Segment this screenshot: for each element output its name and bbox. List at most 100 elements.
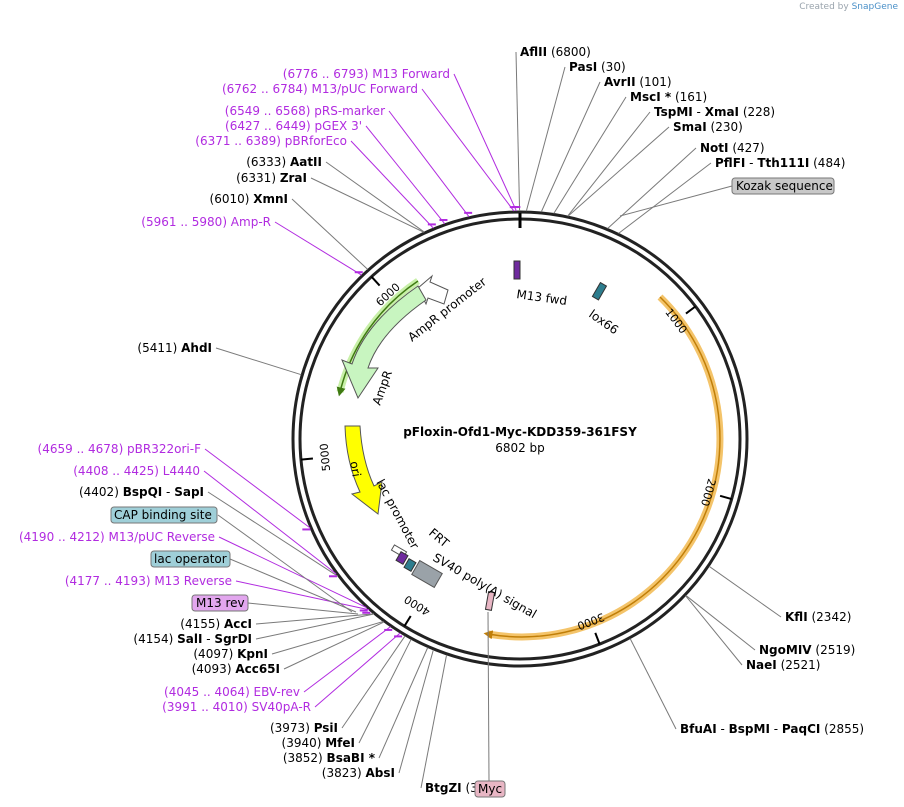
primer-leader bbox=[235, 580, 370, 611]
cutsite-label: AvrII (101) bbox=[604, 75, 672, 89]
lox66-marker bbox=[591, 281, 608, 301]
cutsite-leader bbox=[207, 491, 339, 577]
primer-label: (4190 .. 4212) M13/pUC Reverse bbox=[19, 530, 215, 544]
cutsite-label: KflI (2342) bbox=[785, 610, 851, 624]
primer-label: (6427 .. 6449) pGEX 3' bbox=[225, 119, 362, 133]
primer-label: (5961 .. 5980) Amp-R bbox=[141, 215, 271, 229]
ori-arrow bbox=[344, 425, 383, 515]
cutsite-leader bbox=[567, 126, 670, 217]
ofd1-feature-arc-core bbox=[483, 296, 721, 640]
cap-binding-site-box: CAP binding site bbox=[110, 506, 353, 613]
primer-leader bbox=[350, 140, 434, 229]
credit-brand: SnapGene bbox=[851, 2, 898, 12]
m13-fwd-marker bbox=[513, 260, 521, 280]
cutsite-label: (4097) KpnI bbox=[193, 647, 268, 661]
kozak-box-bg bbox=[731, 177, 835, 195]
sv40-polya-block bbox=[411, 559, 443, 589]
cutsite-leader bbox=[378, 647, 429, 759]
cap-label: CAP binding site bbox=[114, 508, 212, 522]
cutsite-leader bbox=[271, 621, 384, 655]
snapgene-credit: Created by SnapGene bbox=[799, 2, 898, 12]
primer-label: (4045 .. 4064) EBV-rev bbox=[164, 685, 300, 699]
feature-label-frt: FRT bbox=[426, 526, 452, 551]
tick-mark bbox=[370, 275, 381, 287]
cutsite-label: (6331) ZraI bbox=[236, 171, 307, 185]
cutsite-leader bbox=[685, 595, 756, 651]
cutsite-label: (4154) SalI - SgrDI bbox=[133, 632, 252, 646]
primer-leader bbox=[218, 536, 367, 608]
cutsite-label: AflII (6800) bbox=[520, 45, 591, 59]
cutsite-label: PasI (30) bbox=[569, 60, 626, 74]
primer-leader bbox=[203, 470, 337, 575]
primer-label: (6762 .. 6784) M13/pUC Forward bbox=[222, 82, 418, 96]
m13rev-box-bg bbox=[191, 594, 249, 612]
primer-leader bbox=[274, 221, 362, 276]
cutsite-label: TspMI - XmaI (228) bbox=[654, 105, 775, 119]
primer-leader bbox=[314, 632, 401, 708]
primer-label: (4177 .. 4193) M13 Reverse bbox=[65, 574, 232, 588]
primer-leader bbox=[303, 626, 391, 693]
cutsite-label: (3940) MfeI bbox=[282, 736, 355, 750]
myc-box-bg bbox=[474, 780, 506, 798]
primer-label: (4659 .. 4678) pBR322ori-F bbox=[38, 442, 202, 456]
cutsite-label: MscI * (161) bbox=[630, 90, 707, 104]
primer-label: (3991 .. 4010) SV40pA-R bbox=[162, 700, 311, 714]
cutsite-label: (4093) Acc65I bbox=[192, 662, 280, 676]
tick-mark bbox=[594, 632, 601, 645]
cap-box-bg bbox=[110, 506, 218, 524]
kozak-sequence-box: Kozak sequence bbox=[619, 177, 835, 217]
primer-label: (6549 .. 6568) pRS-marker bbox=[225, 104, 385, 118]
feature-label-lac-promoter: lac promoter bbox=[373, 477, 421, 551]
cutsite-leader bbox=[310, 177, 425, 233]
frt-block bbox=[395, 550, 409, 566]
cutsite-leader bbox=[708, 565, 782, 618]
plasmid-length: 6802 bp bbox=[495, 441, 545, 455]
cutsite-label: PflFI - Tth111I (484) bbox=[715, 156, 845, 170]
cutsite-leader bbox=[291, 198, 369, 270]
cutsite-label: SmaI (230) bbox=[673, 120, 743, 134]
tick-label: 3000 bbox=[575, 610, 606, 632]
cutsite-leader bbox=[607, 147, 697, 229]
cutsite-leader bbox=[325, 161, 425, 233]
cutsite-leader bbox=[255, 613, 374, 625]
lac-operator-block bbox=[403, 557, 417, 573]
amp-feature-arc-core bbox=[336, 280, 419, 397]
tick-label: 5000 bbox=[318, 443, 334, 472]
feature-label-sv40: SV40 poly(A) signal bbox=[431, 550, 539, 621]
cutsite-label: (4402) BspQI - SapI bbox=[79, 485, 204, 499]
kozak-label: Kozak sequence bbox=[736, 179, 833, 193]
tick-label: 4000 bbox=[402, 592, 433, 618]
cutsite-label: (3973) PsiI bbox=[270, 721, 338, 735]
tick-mark bbox=[300, 457, 314, 461]
cutsite-leader bbox=[398, 649, 434, 774]
cutsite-leader bbox=[255, 613, 374, 640]
m13-rev-box: M13 rev bbox=[191, 594, 359, 615]
feature-label-lox66: lox66 bbox=[586, 307, 621, 337]
cutsite-leader bbox=[567, 111, 651, 217]
primer-leader bbox=[388, 110, 470, 218]
cutsite-label: (3852) BsaBI * bbox=[283, 751, 376, 765]
cutsite-leader bbox=[553, 96, 627, 214]
primer-leader bbox=[421, 88, 515, 212]
primer-leader bbox=[204, 448, 311, 529]
tick-label: 2000 bbox=[698, 477, 718, 507]
cutsite-leader bbox=[341, 635, 406, 729]
cutsite-label: NotI (427) bbox=[700, 141, 765, 155]
backbone-outer bbox=[291, 210, 749, 668]
cutsite-label: BfuAI - BspMI - PaqCI (2855) bbox=[680, 722, 864, 736]
cutsite-leader bbox=[515, 51, 521, 212]
feature-label-ori: ori bbox=[347, 460, 363, 478]
myc-marker bbox=[484, 591, 496, 611]
backbone-inner bbox=[298, 217, 742, 661]
primer-label: (6776 .. 6793) M13 Forward bbox=[283, 67, 450, 81]
cutsite-label: (3823) AbsI bbox=[322, 766, 395, 780]
cutsite-label: (5411) AhdI bbox=[137, 341, 212, 355]
cutsite-leader bbox=[215, 347, 302, 376]
primer-leader bbox=[365, 125, 446, 225]
cutsite-leader bbox=[685, 595, 743, 666]
lac-operator-box: lac operator bbox=[150, 550, 357, 613]
primer-leader bbox=[453, 73, 517, 212]
feature-label-m13-fwd: M13 fwd bbox=[516, 287, 568, 308]
cutsite-label: NgoMIV (2519) bbox=[759, 643, 855, 657]
